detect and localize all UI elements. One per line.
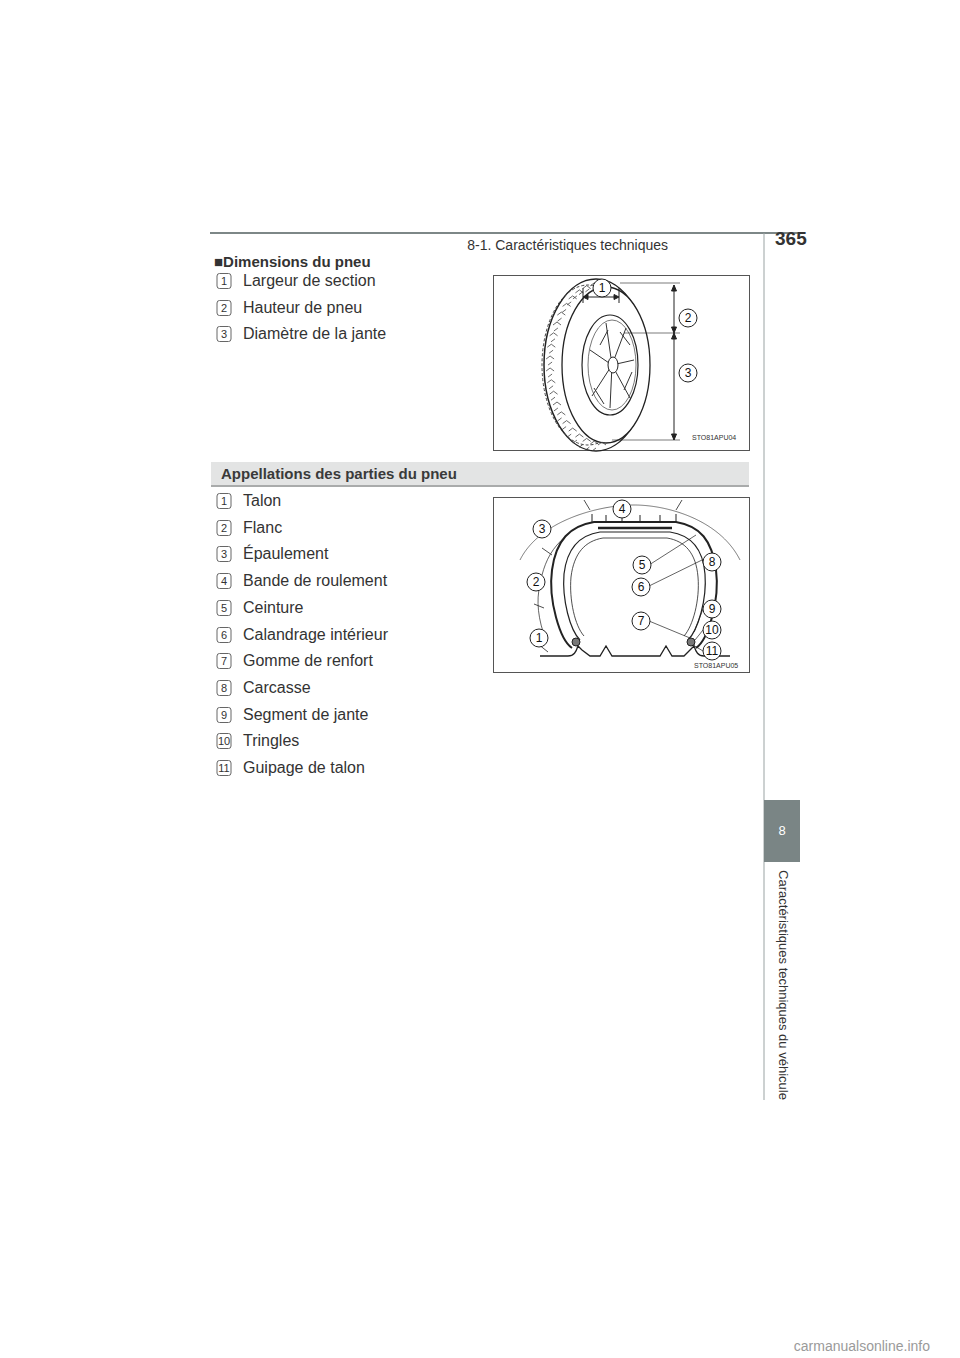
callout-circle bbox=[527, 573, 545, 591]
callout-number: 2 bbox=[528, 574, 544, 590]
callout-circle bbox=[530, 629, 548, 647]
callout-circle bbox=[679, 309, 697, 327]
list-text: Gomme de renfort bbox=[243, 652, 373, 670]
tread-texture bbox=[546, 282, 606, 451]
figure-code: STO81APU05 bbox=[694, 662, 738, 670]
running-header: 8-1. Caractéristiques techniques bbox=[467, 237, 668, 253]
callout-circle bbox=[679, 364, 697, 382]
callout-number: 1 bbox=[594, 280, 610, 296]
figure-code: STO81APU04 bbox=[692, 434, 736, 442]
list-text: Calandrage intérieur bbox=[243, 626, 388, 644]
header-rule bbox=[210, 232, 800, 234]
list-text: Ceinture bbox=[243, 599, 303, 617]
callout-number: 8 bbox=[704, 554, 720, 570]
list-text: Talon bbox=[243, 492, 281, 510]
list-number: 3 bbox=[217, 546, 232, 562]
callout-circle bbox=[703, 642, 721, 660]
callout-circle bbox=[632, 578, 650, 596]
side-rule bbox=[764, 233, 765, 1100]
list-number: 9 bbox=[217, 707, 232, 723]
callout-number: 11 bbox=[704, 643, 720, 659]
callout-number: 1 bbox=[531, 630, 547, 646]
callout-circle bbox=[632, 612, 650, 630]
list-text: Diamètre de la jante bbox=[243, 325, 386, 343]
callout-number: 5 bbox=[634, 557, 650, 573]
callout-number: 2 bbox=[680, 310, 696, 326]
list-number: 3 bbox=[217, 326, 232, 342]
list-number: 10 bbox=[217, 733, 232, 749]
list-text: Bande de roulement bbox=[243, 572, 387, 590]
list-text: Carcasse bbox=[243, 679, 311, 697]
list-number: 1 bbox=[217, 493, 232, 509]
chapter-tab bbox=[764, 800, 800, 862]
figure-frame bbox=[494, 498, 750, 673]
callout-number: 4 bbox=[614, 501, 630, 517]
callout-circle bbox=[703, 553, 721, 571]
callout-number: 3 bbox=[534, 521, 550, 537]
chapter-title: Caractéristiques techniques du véhicule bbox=[776, 870, 791, 1100]
list-text: Largeur de section bbox=[243, 272, 376, 290]
list-number: 7 bbox=[217, 653, 232, 669]
list-text: Flanc bbox=[243, 519, 282, 537]
tire-illustration bbox=[542, 279, 650, 451]
list-number: 2 bbox=[217, 300, 232, 316]
section-heading: ■Dimensions du pneu bbox=[214, 253, 371, 270]
list-number: 4 bbox=[217, 573, 232, 589]
callout-number: 3 bbox=[680, 365, 696, 381]
callout-circle bbox=[633, 556, 651, 574]
callout-circle bbox=[593, 279, 611, 297]
callout-circle bbox=[703, 621, 721, 639]
section-band: Appellations des parties du pneu bbox=[211, 462, 749, 487]
list-text: Hauteur de pneu bbox=[243, 299, 362, 317]
list-number: 6 bbox=[217, 627, 232, 643]
list-text: Segment de jante bbox=[243, 706, 368, 724]
tire-cross-section bbox=[520, 500, 740, 656]
list-number: 11 bbox=[217, 760, 232, 776]
callout-circle bbox=[703, 600, 721, 618]
leader-lines bbox=[647, 535, 710, 651]
callout-circle bbox=[533, 520, 551, 538]
callout-circle bbox=[613, 500, 631, 518]
list-text: Tringles bbox=[243, 732, 299, 750]
list-number: 1 bbox=[217, 273, 232, 289]
callout-number: 6 bbox=[633, 579, 649, 595]
callout-number: 10 bbox=[704, 622, 720, 638]
list-text: Épaulement bbox=[243, 545, 328, 563]
list-text: Guipage de talon bbox=[243, 759, 365, 777]
callout-number: 9 bbox=[704, 601, 720, 617]
callout-number: 7 bbox=[633, 613, 649, 629]
section-title: Appellations des parties du pneu bbox=[211, 462, 749, 485]
page-number: 365 bbox=[775, 228, 807, 250]
figure-frame bbox=[494, 276, 750, 451]
dimension-lines bbox=[583, 283, 680, 440]
list-number: 2 bbox=[217, 520, 232, 536]
list-number: 5 bbox=[217, 600, 232, 616]
list-number: 8 bbox=[217, 680, 232, 696]
chapter-number: 8 bbox=[778, 824, 785, 839]
watermark: carmanualsonline.info bbox=[794, 1338, 930, 1354]
